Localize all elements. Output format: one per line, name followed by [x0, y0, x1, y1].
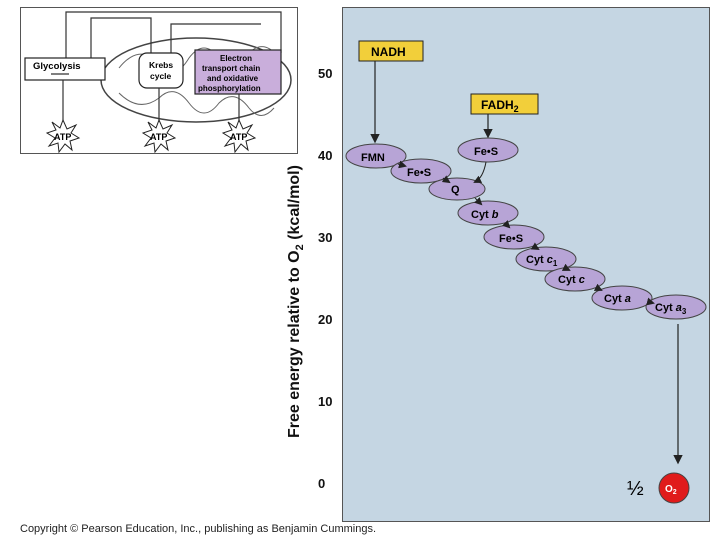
- cyt-c1-node: [515, 246, 577, 272]
- krebs-box: [138, 52, 184, 89]
- atp-label-2: ATP: [150, 132, 167, 142]
- copyright-text: Copyright © Pearson Education, Inc., pub…: [20, 523, 377, 535]
- overview-diagram: Glycolysis Krebs cycle Electron transpor…: [20, 7, 298, 154]
- fes-node-1: [457, 137, 519, 163]
- o2-label: O2: [665, 484, 677, 496]
- electron-transport-box: [194, 49, 282, 95]
- y-axis-label-text: Free energy relative to O: [286, 250, 303, 438]
- q-label: Q: [451, 184, 460, 196]
- arrow-fes-q: [441, 175, 451, 184]
- cyt-a3-label: Cyt a3: [655, 302, 687, 316]
- fmn-label: FMN: [361, 152, 385, 164]
- y-axis-label: Free energy relative to O2 (kcal/mol): [286, 165, 308, 438]
- cyt-c-label: Cyt c: [558, 274, 585, 286]
- energy-diagram-panel: NADH FADH2 FMN Fe•S Fe•S Q Cyt b Fe•S Cy…: [342, 7, 710, 522]
- arrow-cytb-fes: [501, 219, 511, 229]
- etc-label-line3: and oxidative: [207, 74, 259, 83]
- cyt-b-label: Cyt b: [471, 209, 499, 221]
- q-node: [428, 177, 486, 201]
- arrow-cyta-cyta3: [646, 297, 655, 306]
- arrow-fes1-q: [473, 161, 487, 183]
- y-axis-label-unit: (kcal/mol): [286, 165, 303, 245]
- o2-node: [658, 472, 690, 504]
- atp-label-1: ATP: [54, 132, 71, 142]
- tick-10: 10: [318, 394, 333, 409]
- cyt-c-node: [544, 266, 606, 292]
- y-axis-label-sub: 2: [294, 244, 307, 251]
- cyt-b-node: [457, 200, 519, 226]
- atp-burst-glycolysis: ATP: [45, 118, 81, 154]
- nadh-box: [358, 40, 424, 62]
- cyt-a3-node: [645, 294, 707, 320]
- arrow-cytc-cyta: [593, 283, 603, 291]
- arrow-cytc1-cytc: [561, 263, 571, 271]
- arrow-q-cytb: [473, 196, 483, 206]
- tick-0: 0: [318, 476, 326, 491]
- tick-20: 20: [318, 312, 333, 327]
- fes-label-3: Fe•S: [499, 233, 523, 245]
- krebs-label-line2: cycle: [150, 71, 172, 81]
- tick-50: 50: [318, 66, 333, 81]
- glycolysis-box: [24, 57, 106, 81]
- atp-label-3: ATP: [230, 132, 247, 142]
- atp-burst-oxphos: ATP: [221, 118, 257, 154]
- etc-label-line2: transport chain: [202, 64, 260, 73]
- glycolysis-label: Glycolysis: [33, 61, 81, 72]
- atp-burst-krebs: ATP: [141, 118, 177, 154]
- nadh-label: NADH: [371, 45, 406, 59]
- tick-40: 40: [318, 148, 333, 163]
- fmn-node: [345, 143, 407, 169]
- fes-node-3: [483, 224, 545, 250]
- tick-30: 30: [318, 230, 333, 245]
- fadh2-box: [470, 93, 539, 115]
- fes-label-2: Fe•S: [407, 167, 431, 179]
- etc-label-line1: Electron: [220, 54, 252, 63]
- fes-label-1: Fe•S: [474, 146, 498, 158]
- cyt-c1-label: Cyt c1: [526, 254, 558, 268]
- half-label: ½: [627, 478, 644, 500]
- etc-label-line4: phosphorylation: [198, 84, 261, 93]
- krebs-label-line1: Krebs: [149, 60, 173, 70]
- fadh2-label: FADH2: [481, 98, 519, 114]
- cyt-a-label: Cyt a: [604, 293, 631, 305]
- arrow-fes-cytc1: [530, 242, 540, 251]
- arrow-fmn-fes: [397, 160, 407, 169]
